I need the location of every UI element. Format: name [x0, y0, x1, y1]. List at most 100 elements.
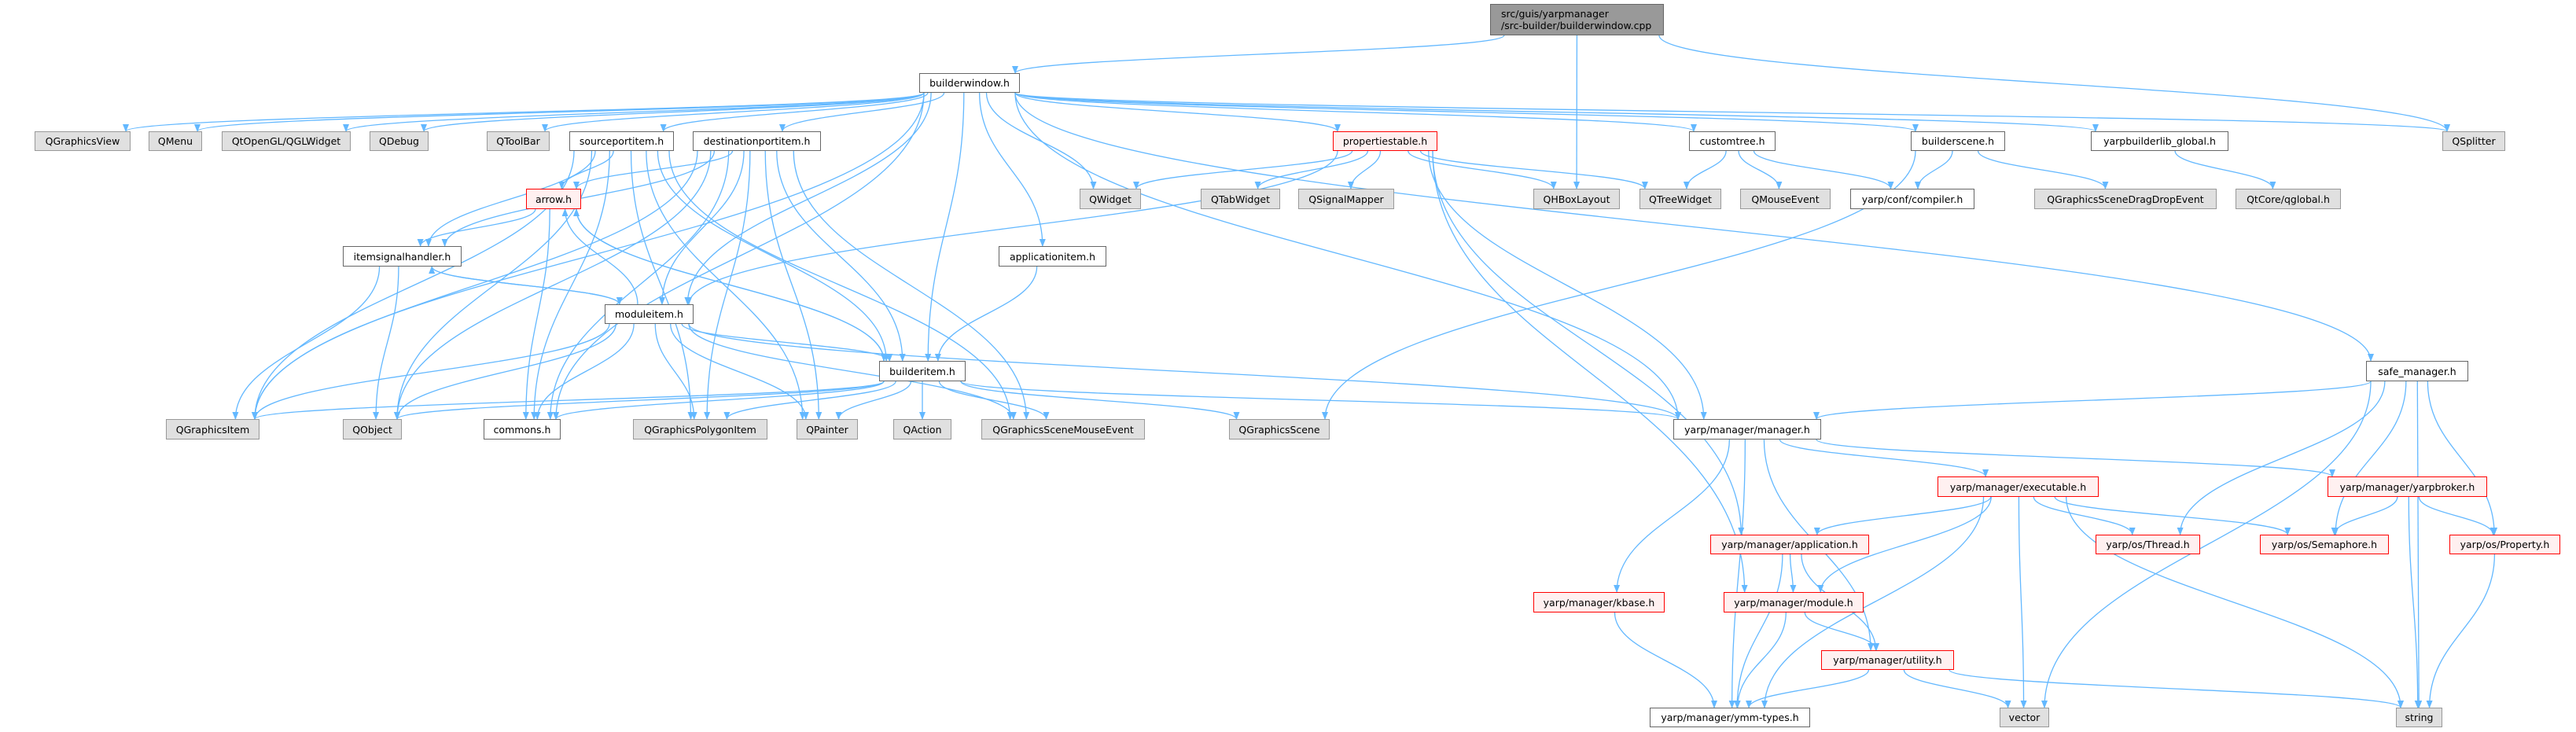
edge-builderwindow-to-QGraphicsView — [123, 92, 925, 132]
node-applicationitem[interactable]: applicationitem.h — [999, 246, 1106, 267]
edge-utility-to-vector — [1903, 669, 2011, 708]
node-builderitem[interactable]: builderitem.h — [879, 361, 966, 381]
node-semaphore[interactable]: yarp/os/Semaphore.h — [2260, 535, 2389, 554]
node-commons[interactable]: commons.h — [484, 419, 561, 440]
node-builderwindow[interactable]: builderwindow.h — [919, 73, 1020, 93]
edge-propertiestable-to-module — [1432, 150, 1748, 593]
edge-moduleitem-to-commons — [534, 323, 635, 420]
edge-yarpbroker-to-string — [2408, 496, 2421, 708]
node-qwidget: QWidget — [1080, 189, 1141, 209]
edge-moduleitem-to-arrow — [561, 208, 638, 305]
edge-builderwindow-to-QGLWidget — [343, 92, 925, 132]
edge-propertiestable-to-moduleitem — [686, 150, 1338, 305]
node-application[interactable]: yarp/manager/application.h — [1710, 535, 1869, 554]
edge-manager-to-yarpbroker — [1816, 439, 2335, 477]
edge-arrow-to-itemsignalhandler — [417, 208, 536, 247]
node-qmenu: QMenu — [149, 131, 202, 151]
edge-builderitem-to-QGraphicsItem — [252, 381, 885, 420]
node-manager[interactable]: yarp/manager/manager.h — [1673, 419, 1821, 440]
edge-executable-to-Semaphore — [2054, 496, 2291, 535]
edge-customtree-to-compiler — [1753, 150, 1894, 189]
edge-destinationportitem-to-QObject — [394, 150, 712, 420]
edge-builderwindow-to-builderscene — [1014, 92, 1919, 132]
node-qhboxlayout: QHBoxLayout — [1533, 189, 1620, 209]
edge-moduleitem-to-QPainter — [670, 323, 809, 420]
edge-applicationitem-to-builderitem — [934, 266, 1038, 362]
node-qgraphicsitem: QGraphicsItem — [166, 419, 259, 440]
node-sourceportitem[interactable]: sourceportitem.h — [569, 131, 674, 151]
edge-sourceportitem-to-QGraphicsSceneMouseEvent — [668, 150, 1014, 420]
edge-builderscene-to-compiler — [1914, 150, 1953, 189]
node-yarpbuilderlib-global[interactable]: yarpbuilderlib_global.h — [2091, 131, 2228, 151]
edge-builderwindow-to-propertiestable — [1014, 92, 1341, 132]
edge-propertiestable-to-QSignalMapper — [1347, 150, 1382, 189]
edge-propertiestable-to-QHBoxLayout — [1408, 150, 1557, 189]
node-qobject: QObject — [343, 419, 402, 440]
edge-builderwindow-to-QToolBar — [542, 92, 925, 132]
edge-propertiestable-to-QTabWidget — [1254, 150, 1369, 189]
node-customtree[interactable]: customtree.h — [1689, 131, 1776, 151]
edge-executable-to-string — [2066, 496, 2404, 708]
edge-safe_manager-to-Property — [2427, 381, 2498, 535]
edge-utility-to-ymmtypes — [1746, 669, 1870, 708]
edge-moduleitem-to-manager — [688, 323, 1681, 420]
edge-application-to-ymmtypes — [1734, 554, 1783, 708]
node-utility[interactable]: yarp/manager/utility.h — [1821, 650, 1954, 670]
edge-module-to-utility — [1804, 612, 1880, 651]
node-vector: vector — [2000, 708, 2049, 727]
edge-sourceportitem-to-commons — [531, 150, 610, 420]
node-ymmtypes[interactable]: yarp/manager/ymm-types.h — [1650, 708, 1810, 727]
edge-builderwindow-to-applicationitem — [979, 92, 1046, 247]
edge-sourceportitem-to-builderitem — [657, 150, 890, 362]
node-moduleitem[interactable]: moduleitem.h — [605, 304, 694, 324]
edge-manager-to-ymmtypes — [1728, 439, 1746, 708]
node-module[interactable]: yarp/manager/module.h — [1724, 592, 1864, 612]
node-string: string — [2396, 708, 2442, 727]
node-builderscene[interactable]: builderscene.h — [1911, 131, 2005, 151]
edge-propertiestable-to-QTreeWidget — [1419, 150, 1648, 189]
edge-moduleitem-to-builderitem — [681, 323, 893, 362]
edge-builderitem-to-QGraphicsSceneMouseEvent — [938, 381, 1050, 420]
node-property[interactable]: yarp/os/Property.h — [2449, 535, 2560, 554]
node-compiler[interactable]: yarp/conf/compiler.h — [1850, 189, 1974, 209]
edge-executable-to-ymmtypes — [1761, 496, 1985, 708]
edge-yarpbroker-to-Semaphore — [2331, 496, 2398, 535]
edge-safe_manager-to-manager — [1813, 381, 2372, 420]
node-arrow[interactable]: arrow.h — [526, 189, 581, 209]
node-yarpbroker[interactable]: yarp/manager/yarpbroker.h — [2328, 476, 2487, 497]
node-itemsignalhandler[interactable]: itemsignalhandler.h — [343, 246, 462, 267]
edge-destinationportitem-to-commons — [546, 150, 730, 420]
edge-moduleitem-to-QGraphicsSceneMouseEvent — [688, 323, 1017, 420]
edge-yarpbroker-to-Property — [2418, 496, 2497, 535]
node-qaction: QAction — [893, 419, 951, 440]
node-executable[interactable]: yarp/manager/executable.h — [1938, 476, 2099, 497]
node-safe-manager[interactable]: safe_manager.h — [2366, 361, 2468, 381]
edge-safe_manager-to-Semaphore — [2332, 381, 2407, 535]
edge-application-to-module — [1789, 554, 1797, 593]
edge-safe_manager-to-Thread — [2177, 381, 2386, 535]
edge-propertiestable-to-QWidget — [1133, 150, 1353, 189]
node-propertiestable[interactable]: propertiestable.h — [1333, 131, 1437, 151]
node-kbase[interactable]: yarp/manager/kbase.h — [1533, 592, 1665, 612]
node-destinationportitem[interactable]: destinationportitem.h — [693, 131, 821, 151]
node-thread[interactable]: yarp/os/Thread.h — [2096, 535, 2200, 554]
edge-builderitem-to-commons — [553, 381, 885, 420]
edge-yarpbuilderlib_global-to-qglobal — [2174, 150, 2276, 189]
node-qglwidget: QtOpenGL/QGLWidget — [222, 131, 351, 151]
edge-sourceportitem-to-QPainter — [646, 150, 806, 420]
edge-moduleitem-to-itemsignalhandler — [429, 266, 620, 305]
edge-builderscene-to-QGraphicsSceneDragDropEvent — [1977, 150, 2109, 189]
edge-builderwindow-to-destinationportitem — [779, 92, 945, 132]
edge-moduleitem-to-QGraphicsItem — [252, 323, 610, 420]
edge-manager-to-executable — [1779, 439, 1989, 477]
edge-builderitem-to-QPainter — [835, 381, 912, 420]
edge-builderwindow-to-yarpbuilderlib_global — [1014, 92, 2099, 132]
edge-Property-to-string — [2426, 554, 2496, 708]
node-qdebug: QDebug — [370, 131, 429, 151]
node-qtoolbar: QToolBar — [487, 131, 550, 151]
edge-propertiestable-to-application — [1432, 150, 1745, 535]
node-qgraphicspolygonitem: QGraphicsPolygonItem — [633, 419, 767, 440]
node-qgraphicsscenedragdropevent: QGraphicsSceneDragDropEvent — [2034, 189, 2217, 209]
edge-builderwindow-to-manager — [1014, 92, 1681, 420]
